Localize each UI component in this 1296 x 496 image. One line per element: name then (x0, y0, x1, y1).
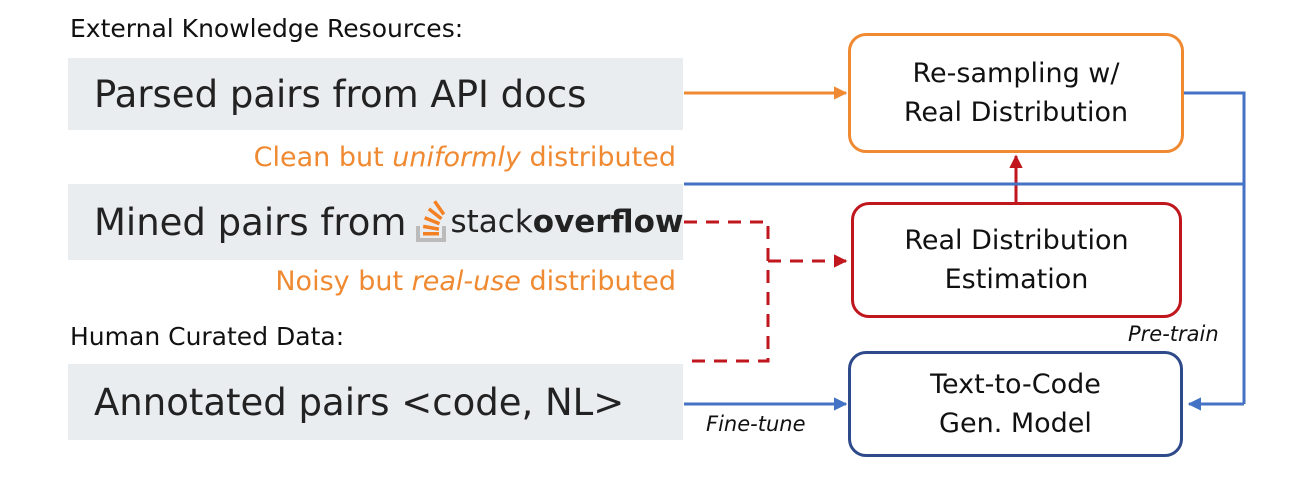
box-estimation-line2: Estimation (944, 264, 1089, 295)
box-model-line1: Text-to-Code (930, 369, 1101, 400)
note-clean-uniform: Clean but uniformly distributed (253, 142, 676, 173)
box-resampling-line1: Re-sampling w/ (912, 58, 1120, 89)
box-model: Text-to-Code Gen. Model (848, 351, 1183, 457)
stackoverflow-logo-icon (416, 200, 447, 242)
label-pretrain: Pre-train (1128, 322, 1219, 346)
source-api-docs: Parsed pairs from API docs (68, 58, 683, 130)
source-annotated: Annotated pairs <code, NL> (68, 364, 683, 440)
heading-external-knowledge: External Knowledge Resources: (70, 14, 464, 43)
edge-resampling-to-model (1183, 91, 1246, 404)
source-api-docs-label: Parsed pairs from API docs (94, 72, 587, 116)
heading-human-curated: Human Curated Data: (70, 322, 345, 351)
label-finetune: Fine-tune (706, 412, 806, 436)
source-stackoverflow-label: Mined pairs from (94, 200, 407, 244)
source-annotated-label: Annotated pairs <code, NL> (94, 380, 625, 424)
box-resampling: Re-sampling w/ Real Distribution (848, 33, 1184, 153)
box-model-line2: Gen. Model (939, 408, 1092, 439)
box-estimation-line1: Real Distribution (904, 225, 1129, 256)
box-estimation: Real Distribution Estimation (851, 202, 1182, 318)
note-noisy-real-use: Noisy but real-use distributed (275, 266, 676, 297)
stackoverflow-word-overflow: overflow (532, 204, 684, 240)
edge-mined-to-estimation-dashed (684, 220, 770, 363)
stackoverflow-word-stack: stack (450, 204, 533, 240)
box-resampling-line2: Real Distribution (903, 97, 1129, 128)
